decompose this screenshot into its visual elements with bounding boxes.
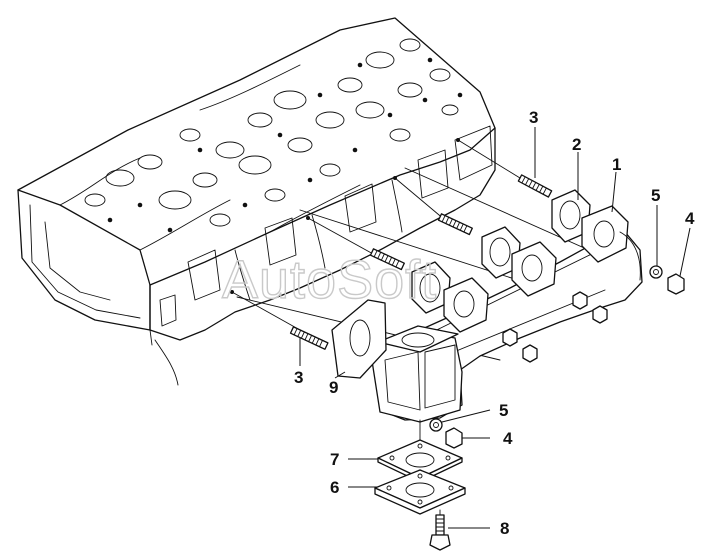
nuts-and-washers xyxy=(429,265,685,449)
cylinder-head xyxy=(17,17,496,386)
callout-5-lower: 5 xyxy=(499,401,508,420)
callout-6: 6 xyxy=(330,478,339,497)
bolt xyxy=(429,509,451,551)
callout-5-upper: 5 xyxy=(651,186,660,205)
leader-lines xyxy=(299,127,691,529)
callout-9: 9 xyxy=(329,378,338,397)
callout-3-lower: 3 xyxy=(294,368,303,387)
callout-7: 7 xyxy=(330,450,339,469)
callout-8: 8 xyxy=(500,519,509,538)
stud-bolts xyxy=(289,174,553,350)
callout-4-lower: 4 xyxy=(503,429,513,448)
callout-4-upper: 4 xyxy=(685,209,695,228)
watermark: AutoSoft xyxy=(222,250,437,310)
callout-2: 2 xyxy=(572,135,581,154)
exhaust-manifold xyxy=(369,205,643,423)
callout-1: 1 xyxy=(612,155,621,174)
callout-3-upper: 3 xyxy=(529,108,538,127)
manifold-gaskets xyxy=(411,189,591,314)
callouts: 3 2 1 5 4 3 9 5 4 7 6 8 xyxy=(294,108,695,538)
flange-plates xyxy=(374,419,466,515)
